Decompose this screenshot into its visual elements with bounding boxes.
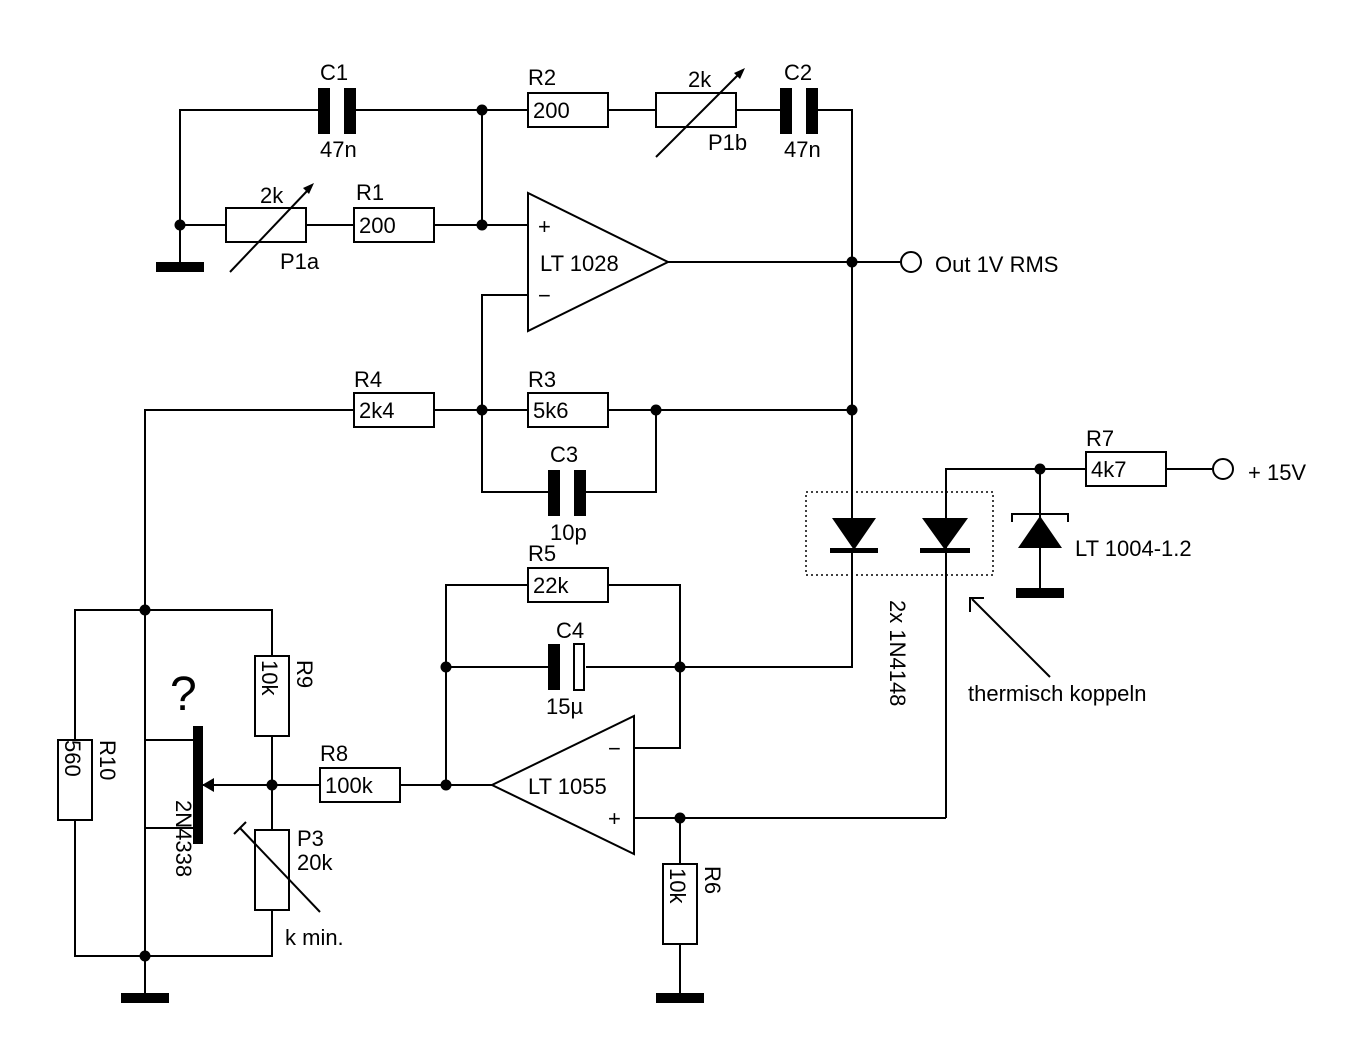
c2-ref: C2 [784, 60, 812, 85]
lt1055-minus: − [608, 736, 621, 761]
potentiometer-p1a: 2k P1a [225, 183, 320, 274]
resistor-r9: 10k R9 [254, 655, 317, 737]
resistor-r2: 200 R2 [527, 65, 609, 128]
p1b-value: 2k [688, 67, 712, 92]
diodes-part: 2x 1N4148 [885, 600, 910, 706]
supply-terminal[interactable] [1212, 458, 1234, 480]
p3-value: 20k [297, 850, 333, 875]
resistor-r10: 560 R10 [57, 739, 120, 821]
p1b-ref: P1b [708, 130, 747, 155]
c4-value: 15µ [546, 694, 583, 719]
r6-value: 10k [665, 868, 690, 904]
junctions [139, 104, 1046, 962]
resistor-r4: 2k4 R4 [353, 367, 435, 428]
r6-ref: R6 [700, 866, 725, 894]
p3-ref: P3 [297, 826, 324, 851]
wires [74, 109, 1212, 993]
r8-value: 100k [325, 773, 374, 798]
zener-part: LT 1004-1.2 [1075, 536, 1192, 561]
ground-symbol-left [121, 993, 169, 1003]
r3-value: 5k6 [533, 398, 568, 423]
ground-symbol-top [156, 262, 204, 272]
lt1028-minus: − [538, 283, 551, 308]
r9-value: 10k [257, 660, 282, 696]
output-terminal[interactable] [900, 251, 922, 273]
capacitor-c4-electrolytic: C4 15µ [546, 618, 585, 719]
opamp-lt1055: − + LT 1055 [489, 714, 635, 856]
r8-ref: R8 [320, 741, 348, 766]
r2-ref: R2 [528, 65, 556, 90]
r5-value: 22k [533, 573, 569, 598]
p3-note: k min. [285, 925, 344, 950]
r3-ref: R3 [528, 367, 556, 392]
resistor-r6: 10k R6 [662, 863, 725, 945]
p1a-value: 2k [260, 183, 284, 208]
capacitor-c2: C2 47n [780, 60, 821, 162]
resistor-r3: 5k6 R3 [527, 367, 609, 428]
c3-value: 10p [550, 520, 587, 545]
lt1028-plus: + [538, 214, 551, 239]
potentiometer-p3: P3 20k k min. [233, 821, 344, 950]
c3-ref: C3 [550, 442, 578, 467]
r5-ref: R5 [528, 541, 556, 566]
c1-ref: C1 [320, 60, 348, 85]
c4-ref: C4 [556, 618, 584, 643]
opamp-lt1028: + − LT 1028 [527, 191, 671, 333]
resistor-r8: 100k R8 [319, 741, 401, 803]
r9-ref: R9 [292, 660, 317, 688]
lt1055-part: LT 1055 [528, 774, 607, 799]
r4-value: 2k4 [359, 398, 394, 423]
lt1028-part: LT 1028 [540, 251, 619, 276]
thermal-coupling-note: thermisch koppeln [968, 597, 1147, 706]
ground-symbol-r6 [656, 993, 704, 1003]
jfet-question: ? [170, 668, 197, 721]
r7-value: 4k7 [1091, 457, 1126, 482]
potentiometer-p1b: 2k P1b [655, 67, 747, 158]
resistor-r5: 22k R5 [527, 541, 609, 603]
supply-label: + 15V [1248, 460, 1306, 485]
r10-ref: R10 [95, 740, 120, 780]
lt1055-plus: + [608, 806, 621, 831]
resistor-r7: 4k7 R7 [1085, 426, 1167, 487]
capacitor-c1: C1 47n [318, 60, 357, 162]
r1-ref: R1 [356, 180, 384, 205]
diode-pair-1n4148: 2x 1N4148 [805, 491, 994, 706]
capacitor-c3: C3 10p [548, 442, 587, 545]
p1a-ref: P1a [280, 249, 320, 274]
thermal-note: thermisch koppeln [968, 681, 1147, 706]
r10-value: 560 [60, 740, 85, 777]
resistor-r1: 200 R1 [353, 180, 435, 243]
c2-value: 47n [784, 137, 821, 162]
r4-ref: R4 [354, 367, 382, 392]
jfet-2n4338: 2N4338 ? [170, 668, 222, 877]
c1-value: 47n [320, 137, 357, 162]
r1-value: 200 [359, 213, 396, 238]
jfet-part: 2N4338 [171, 800, 196, 877]
zener-lt1004: LT 1004-1.2 [1011, 513, 1192, 561]
r7-ref: R7 [1086, 426, 1114, 451]
output-label: Out 1V RMS [935, 252, 1058, 277]
ground-symbol-zener [1016, 588, 1064, 598]
r2-value: 200 [533, 98, 570, 123]
